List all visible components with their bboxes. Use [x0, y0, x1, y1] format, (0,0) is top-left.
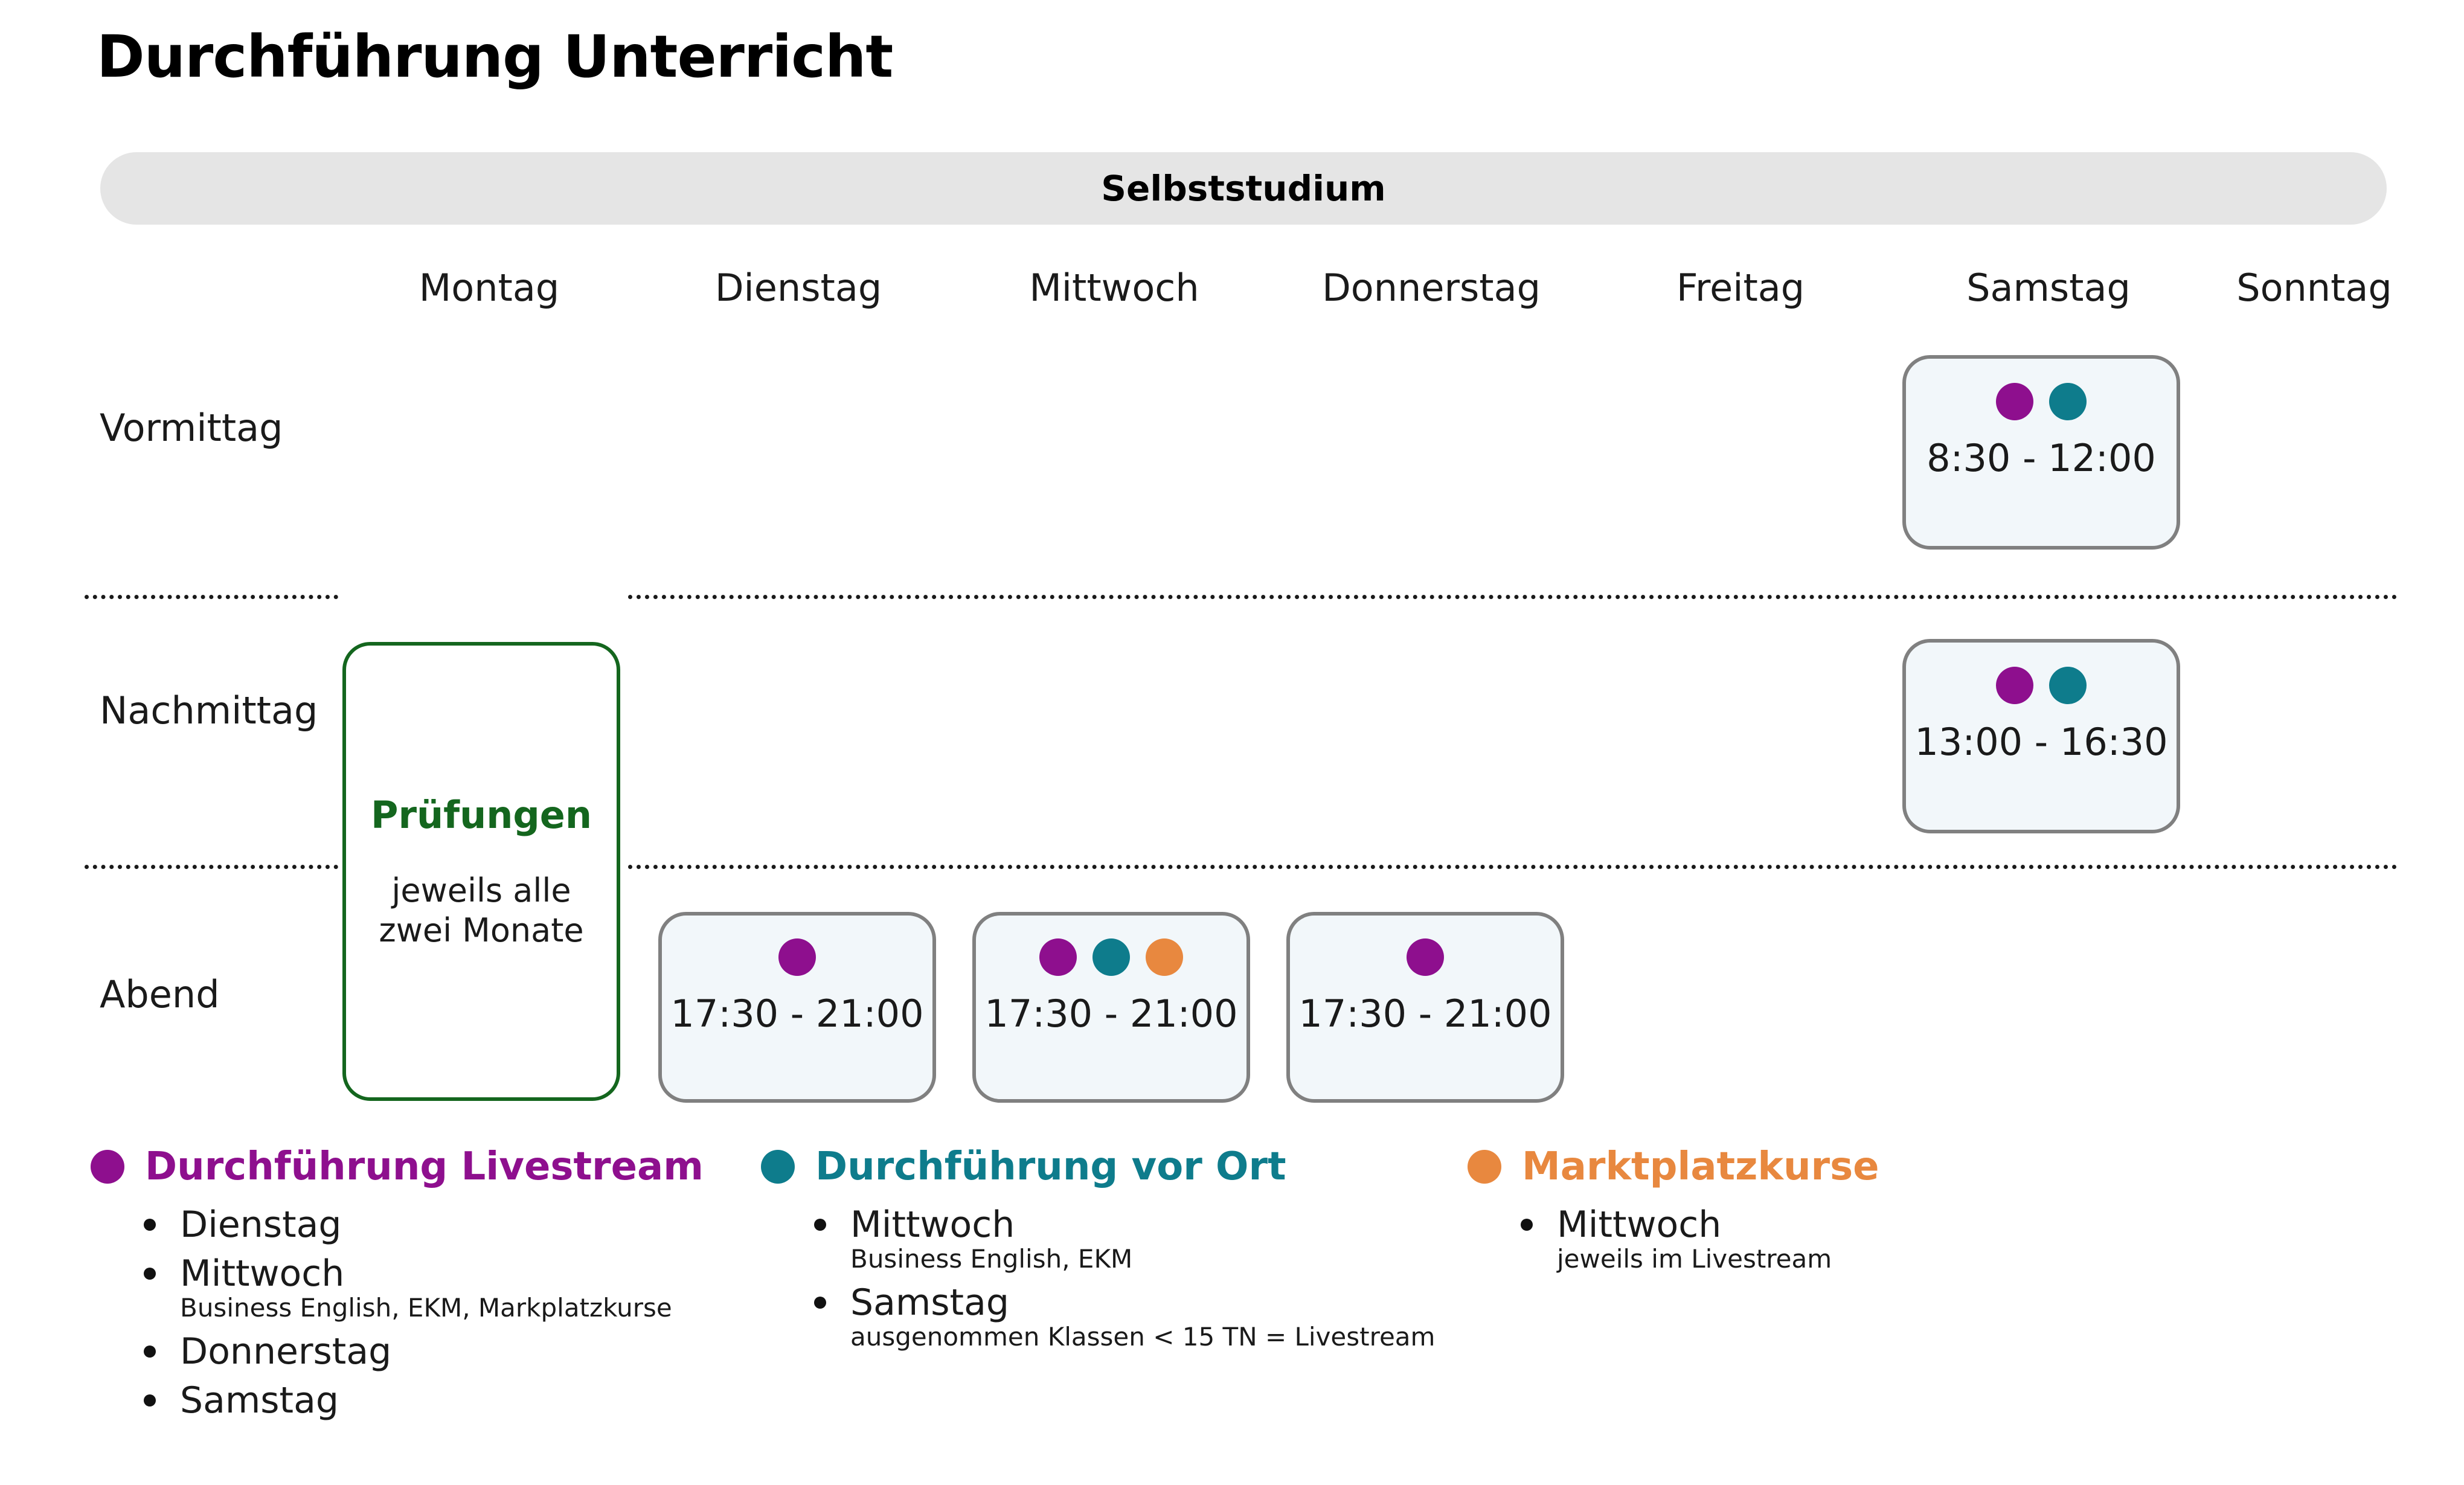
day-header-mittwoch: Mittwoch: [1029, 266, 1199, 310]
day-header-freitag: Freitag: [1676, 266, 1805, 310]
legend-item-note: ausgenommen Klassen < 15 TN = Livestream: [850, 1321, 1436, 1352]
exam-subtitle: jeweils alle zwei Monate: [379, 871, 584, 949]
session-dots: [1407, 938, 1444, 976]
day-header-donnerstag: Donnerstag: [1322, 266, 1541, 310]
session-dots: [1996, 667, 2087, 704]
bullet-icon: [144, 1267, 156, 1280]
legend-dot-teal-icon: [761, 1150, 795, 1184]
day-header-samstag: Samstag: [1966, 266, 2131, 310]
legend-item-day: Mittwoch: [180, 1252, 345, 1295]
session-cell-samstag-nachmittag[interactable]: 13:00 - 16:30: [1902, 639, 2180, 833]
legend-header: Durchführung Livestream: [91, 1147, 704, 1186]
legend-item-day: Mittwoch: [1557, 1204, 1722, 1246]
legend-dot-purple-icon: [91, 1150, 124, 1184]
row-label-abend: Abend: [100, 972, 220, 1016]
selbststudium-banner: Selbststudium: [100, 152, 2387, 225]
legend-list-item: Samstag: [144, 1381, 704, 1420]
legend-list-item: Dienstag: [144, 1205, 704, 1245]
legend-header: Durchführung vor Ort: [761, 1147, 1435, 1186]
onsite-dot-icon: [2049, 383, 2087, 420]
legend-header: Marktplatzkurse: [1468, 1147, 1879, 1186]
session-cell-donnerstag-abend[interactable]: 17:30 - 21:00: [1286, 912, 1564, 1103]
session-dots: [778, 938, 816, 976]
legend-item-day: Donnerstag: [180, 1330, 392, 1373]
onsite-dot-icon: [2049, 667, 2087, 704]
day-header-row: Montag Dienstag Mittwoch Donnerstag Freitag S…: [0, 266, 2464, 332]
legend-title: Durchführung Livestream: [145, 1144, 704, 1189]
day-header-dienstag: Dienstag: [714, 266, 882, 310]
session-dots: [1039, 938, 1183, 976]
session-time: 13:00 - 16:30: [1914, 720, 2168, 764]
session-dots: [1996, 383, 2087, 420]
session-cell-samstag-vormittag[interactable]: 8:30 - 12:00: [1902, 355, 2180, 550]
legend-dot-orange-icon: [1468, 1150, 1501, 1184]
bullet-icon: [144, 1219, 156, 1231]
session-cell-mittwoch-abend[interactable]: 17:30 - 21:00: [972, 912, 1250, 1103]
marketplace-dot-icon: [1146, 938, 1183, 976]
bullet-icon: [144, 1345, 156, 1358]
legend-item-note: jeweils im Livestream: [1557, 1243, 1832, 1274]
selbststudium-label: Selbststudium: [1101, 168, 1386, 209]
livestream-dot-icon: [1407, 938, 1444, 976]
exam-box[interactable]: Prüfungen jeweils alle zwei Monate: [342, 642, 620, 1101]
bullet-icon: [814, 1297, 826, 1309]
onsite-dot-icon: [1092, 938, 1130, 976]
livestream-dot-icon: [778, 938, 816, 976]
bullet-icon: [814, 1219, 826, 1231]
day-header-sonntag: Sonntag: [2236, 266, 2392, 310]
exam-title: Prüfungen: [371, 792, 592, 837]
bullet-icon: [1521, 1219, 1533, 1231]
legend-item-note: Business English, EKM, Markplatzkurse: [180, 1292, 672, 1323]
legend-item-note: Business English, EKM: [850, 1243, 1133, 1274]
row-separator-1-right: [628, 595, 2398, 599]
livestream-dot-icon: [1039, 938, 1077, 976]
legend-item-day: Samstag: [180, 1379, 339, 1422]
row-label-vormittag: Vormittag: [100, 406, 283, 450]
legend-item-day: Samstag: [850, 1281, 1009, 1324]
legend-title: Marktplatzkurse: [1522, 1144, 1879, 1189]
row-separator-1-left: [85, 595, 338, 599]
row-separator-2-right: [628, 865, 2398, 869]
livestream-dot-icon: [1996, 667, 2033, 704]
session-time: 17:30 - 21:00: [670, 992, 924, 1036]
legend-title: Durchführung vor Ort: [815, 1144, 1286, 1189]
bullet-icon: [144, 1394, 156, 1406]
legend-list-item: Donnerstag: [144, 1332, 704, 1371]
page-title: Durchführung Unterricht: [97, 23, 893, 91]
livestream-dot-icon: [1996, 383, 2033, 420]
legend-item-day: Mittwoch: [850, 1204, 1015, 1246]
day-header-montag: Montag: [419, 266, 560, 310]
session-time: 17:30 - 21:00: [1298, 992, 1552, 1036]
row-label-nachmittag: Nachmittag: [100, 688, 318, 733]
row-separator-2-left: [85, 865, 338, 869]
session-time: 8:30 - 12:00: [1927, 436, 2156, 480]
legend-item-day: Dienstag: [180, 1204, 342, 1246]
session-time: 17:30 - 21:00: [984, 992, 1238, 1036]
session-cell-dienstag-abend[interactable]: 17:30 - 21:00: [658, 912, 936, 1103]
